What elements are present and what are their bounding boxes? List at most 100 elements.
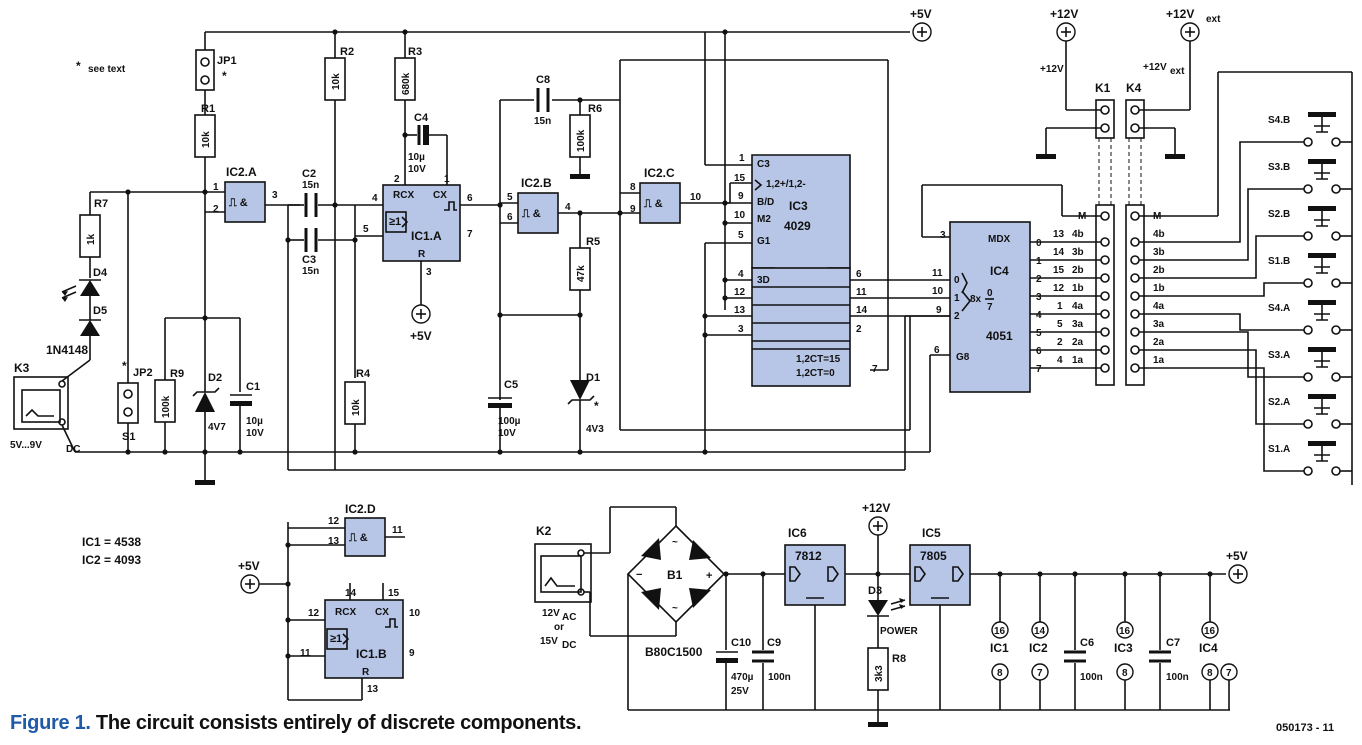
svg-text:9: 9 xyxy=(409,648,415,659)
svg-text:IC3: IC3 xyxy=(1114,641,1133,655)
svg-text:⎍ &: ⎍ & xyxy=(643,198,663,210)
svg-text:G8: G8 xyxy=(956,352,970,363)
svg-text:4b: 4b xyxy=(1153,229,1165,240)
jumper-jp2: * JP2 S1 xyxy=(117,192,153,452)
svg-text:IC4: IC4 xyxy=(990,264,1009,278)
svg-text:+12V: +12V xyxy=(862,501,890,515)
svg-text:100µ: 100µ xyxy=(498,416,521,427)
svg-text:C6: C6 xyxy=(1080,637,1094,649)
svg-text:C10: C10 xyxy=(731,637,751,649)
svg-text:15V: 15V xyxy=(540,636,558,647)
svg-text:15: 15 xyxy=(1053,265,1065,276)
svg-text:12V: 12V xyxy=(542,608,560,619)
svg-text:13: 13 xyxy=(1053,229,1065,240)
svg-text:10k: 10k xyxy=(331,73,342,90)
svg-text:11: 11 xyxy=(392,525,403,536)
svg-text:C9: C9 xyxy=(767,637,781,649)
capacitor-c6: C6 100n xyxy=(1064,571,1103,710)
ic3-counter: C3 1,2+/1,2- B/D M2 G1 IC3 4029 3D 1,2CT… xyxy=(620,153,950,452)
svg-text:K4: K4 xyxy=(1126,81,1142,95)
svg-text:13: 13 xyxy=(734,305,746,316)
svg-text:15: 15 xyxy=(388,588,400,599)
svg-text:D3: D3 xyxy=(868,585,882,597)
svg-text:2a: 2a xyxy=(1072,337,1084,348)
svg-text:⎍ &: ⎍ & xyxy=(521,208,541,220)
svg-text:D5: D5 xyxy=(93,305,107,317)
caption-text: The circuit consists entirely of discret… xyxy=(90,712,582,734)
svg-text:IC6: IC6 xyxy=(788,526,807,540)
k4-supply-ext: +12V ext +12V ext xyxy=(1139,7,1221,159)
svg-text:4029: 4029 xyxy=(784,219,811,233)
svg-text:R6: R6 xyxy=(588,103,602,115)
svg-text:3: 3 xyxy=(1036,292,1042,303)
svg-text:1a: 1a xyxy=(1072,355,1084,366)
pushbutton-s1-a: S1.A xyxy=(1139,367,1352,476)
svg-text:16: 16 xyxy=(1119,626,1131,637)
svg-text:+12V: +12V xyxy=(1050,7,1078,21)
switch-label: S1.A xyxy=(1268,444,1290,455)
capacitor-c10: C10 470µ 25V xyxy=(716,571,754,710)
svg-text:C4: C4 xyxy=(414,112,429,124)
svg-text:100k: 100k xyxy=(576,129,587,152)
svg-text:3a: 3a xyxy=(1153,319,1165,330)
svg-text:CX: CX xyxy=(375,607,389,618)
svg-text:4051: 4051 xyxy=(986,329,1013,343)
svg-text:B1: B1 xyxy=(667,568,683,582)
svg-text:+5V: +5V xyxy=(410,329,432,343)
supply-pins-ic3: 16 IC3 8 xyxy=(1114,571,1134,710)
svg-text:RCX: RCX xyxy=(393,190,414,201)
svg-text:IC5: IC5 xyxy=(922,526,941,540)
supply-pins-ic4: 16 IC4 8 7 xyxy=(1199,571,1238,710)
resistor-r3: R3 680k xyxy=(394,32,422,185)
svg-text:2: 2 xyxy=(213,204,219,215)
svg-text:10: 10 xyxy=(409,608,421,619)
svg-text:D1: D1 xyxy=(586,372,600,384)
svg-text:2: 2 xyxy=(856,324,862,335)
svg-text:JP2: JP2 xyxy=(133,367,153,379)
svg-text:1a: 1a xyxy=(1153,355,1165,366)
svg-text:K3: K3 xyxy=(14,361,30,375)
svg-text:3b: 3b xyxy=(1153,247,1165,258)
svg-text:AC: AC xyxy=(562,612,576,623)
svg-text:R7: R7 xyxy=(94,198,108,210)
svg-text:1,2CT=0: 1,2CT=0 xyxy=(796,368,835,379)
svg-text:~: ~ xyxy=(672,603,678,614)
svg-text:+5V: +5V xyxy=(238,559,260,573)
resistor-r5: R5 47k xyxy=(497,213,600,380)
svg-text:10: 10 xyxy=(690,192,702,203)
svg-text:47k: 47k xyxy=(576,265,587,282)
svg-text:7805: 7805 xyxy=(920,549,947,563)
svg-text:5V...9V: 5V...9V xyxy=(10,440,42,451)
svg-text:R2: R2 xyxy=(340,46,354,58)
svg-text:1: 1 xyxy=(1057,301,1063,312)
svg-text:100n: 100n xyxy=(1080,672,1103,683)
svg-text:*: * xyxy=(222,69,227,83)
svg-text:+5V: +5V xyxy=(1226,549,1248,563)
svg-text:5: 5 xyxy=(363,224,369,235)
svg-text:6: 6 xyxy=(856,269,862,280)
svg-text:6: 6 xyxy=(934,345,940,356)
svg-text:RCX: RCX xyxy=(335,607,356,618)
svg-text:11: 11 xyxy=(932,268,943,279)
svg-text:3k3: 3k3 xyxy=(874,665,885,682)
svg-text:1N4148: 1N4148 xyxy=(46,343,88,357)
svg-text:D4: D4 xyxy=(93,267,108,279)
svg-text:4b: 4b xyxy=(1072,229,1084,240)
svg-text:*: * xyxy=(594,399,599,413)
note-star: * xyxy=(76,59,81,73)
svg-text:⎍ &: ⎍ & xyxy=(228,197,248,209)
svg-text:1: 1 xyxy=(739,153,745,164)
led-d4: D4 xyxy=(61,267,108,320)
svg-text:4: 4 xyxy=(1036,310,1042,321)
svg-text:*: * xyxy=(122,359,127,373)
svg-text:~: ~ xyxy=(672,537,678,548)
svg-text:R: R xyxy=(362,667,370,678)
svg-text:IC2.D: IC2.D xyxy=(345,502,376,516)
svg-text:1: 1 xyxy=(954,293,960,304)
capacitor-c3: C3 15n xyxy=(285,202,358,378)
svg-text:M2: M2 xyxy=(757,214,771,225)
svg-text:100n: 100n xyxy=(1166,672,1189,683)
figure-id: 050173 - 11 xyxy=(1276,722,1335,734)
resistor-r9: R9 100k xyxy=(154,317,240,452)
svg-text:4V3: 4V3 xyxy=(586,424,604,435)
